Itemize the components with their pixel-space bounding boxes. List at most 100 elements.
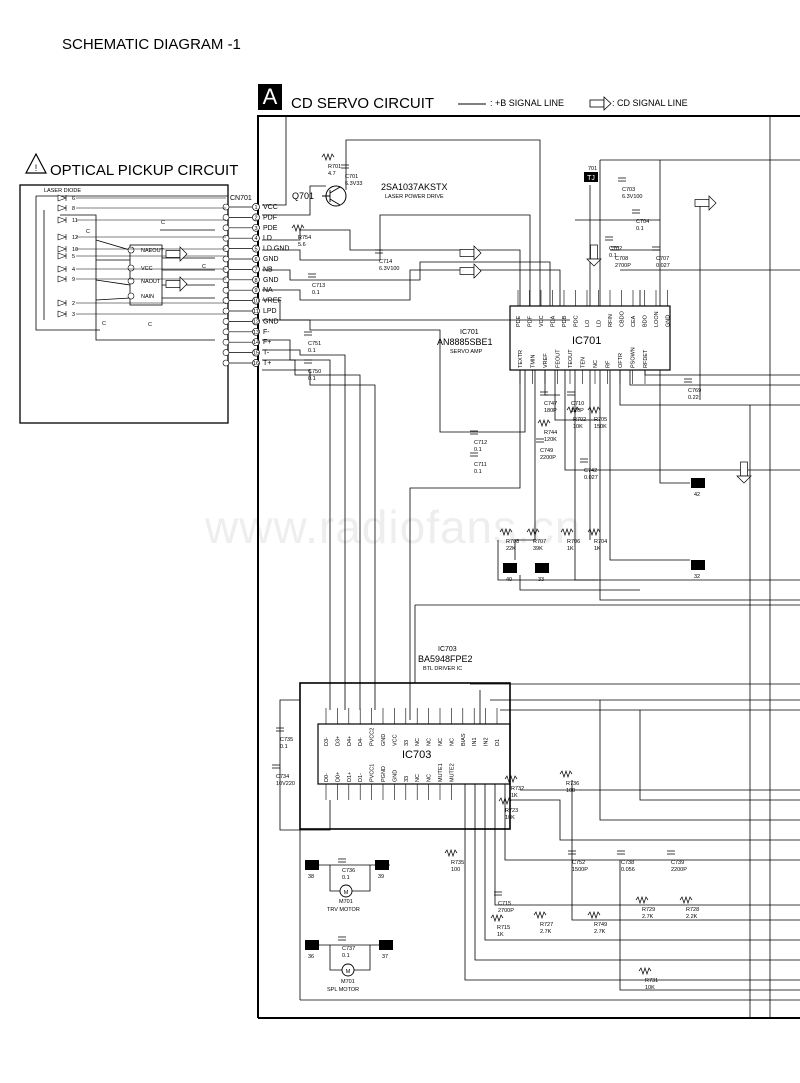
photodiode-icon	[57, 194, 67, 202]
trv-motor-ref: M701	[339, 899, 353, 905]
ic701-bottom-pin-label: TEN	[581, 357, 587, 368]
capacitor-icon	[568, 850, 576, 855]
component-ref: C710	[571, 401, 584, 407]
ic703-top-pin-label: IN1	[472, 737, 478, 746]
photodiode-icon	[57, 299, 67, 307]
spl-motor-ref: M701	[341, 979, 355, 985]
ic703-part: BA5948FPE2	[418, 654, 473, 664]
ic703-top-pin-label: NC	[415, 738, 421, 746]
ic703-ref-side: IC703	[438, 646, 457, 653]
component-ref: C747	[544, 401, 557, 407]
cn701-opt-pin-icon	[222, 276, 230, 284]
ic703-bottom-pin-label: MUTE2	[449, 763, 455, 782]
resistor-icon	[635, 895, 649, 905]
ic703-bottom-pin-label: MUTE1	[438, 763, 444, 782]
spl-motor: M M701 SPL MOTOR	[327, 963, 359, 993]
component-ref: R728	[686, 907, 699, 913]
cn701-pin-icon	[252, 265, 260, 274]
ic701-top-pin-label: GND	[666, 315, 672, 327]
capacitor-icon	[580, 458, 588, 463]
ic701-ref: IC701	[572, 335, 601, 347]
testpoint-marker	[305, 860, 319, 870]
resistor-icon	[444, 848, 458, 858]
cn701-pin-label: LD GND	[263, 246, 289, 253]
ic701-top-pin-label: BDO	[643, 314, 649, 327]
photodiode-icon	[57, 252, 67, 260]
resistor-icon	[533, 910, 547, 920]
cn701-pin-number: 8	[254, 278, 257, 284]
ic703-bottom-pin-label: NC	[415, 774, 421, 782]
component-value: 150K	[594, 424, 607, 430]
capacitor-icon	[470, 430, 478, 435]
ic701-top-pin-label: PDA	[551, 315, 557, 327]
component-value: 6.3V100	[379, 266, 400, 272]
optical-pin-number: 3	[72, 312, 75, 318]
component-ref: C707	[656, 256, 669, 262]
component-value: 0.1	[474, 447, 482, 453]
q701-part: 2SA1037AKSTX	[381, 182, 448, 192]
resistor-icon	[587, 405, 601, 415]
component-ref: R732	[511, 786, 524, 792]
ic701-top-pin-label: LOON	[654, 311, 660, 327]
component-value: 0.1	[342, 875, 350, 881]
component-ref: R704	[594, 539, 607, 545]
component-ref: R708	[506, 539, 519, 545]
testpoint-label: 32	[694, 574, 700, 580]
component-value: 6.3V100	[622, 194, 643, 200]
component-value: 0.1	[636, 226, 644, 232]
component-ref: R729	[642, 907, 655, 913]
component-value: 2700P	[498, 908, 514, 914]
capacitor-icon	[304, 359, 312, 364]
cn701-opt-pin-icon	[222, 297, 230, 304]
ic703-top-pin-label: IN2	[484, 737, 490, 746]
ic703-top-pin-label: NC	[438, 738, 444, 746]
component-ref: R707	[533, 539, 546, 545]
component-value: 1K	[497, 932, 504, 938]
component-ref: C739	[671, 860, 684, 866]
optical-pin-number: 4	[72, 267, 75, 273]
component-ref: R701	[328, 164, 341, 170]
cn701-label: CN701	[230, 195, 252, 202]
component-ref: R715	[497, 925, 510, 931]
testpoint-label: 39	[378, 874, 384, 880]
ic703-top-pin-label: D4+	[347, 736, 353, 746]
ic703-body	[317, 723, 511, 785]
ic701-top-pin-label: PDE	[516, 315, 522, 327]
optical-pin-number: 10	[72, 247, 78, 253]
component-value: 10K	[573, 424, 583, 430]
capacitor-icon	[304, 331, 312, 336]
capacitor-icon	[618, 177, 626, 182]
ic703-top-pin-label: D4-	[358, 737, 364, 746]
component-value: 1K	[511, 793, 518, 799]
capacitor-icon	[684, 378, 692, 383]
component-value: 10K	[505, 815, 515, 821]
testpoint-marker	[535, 563, 549, 573]
photodiode-icon	[57, 216, 67, 224]
optical-pin-number: 11	[72, 218, 78, 224]
component-ref: C734	[276, 774, 289, 780]
component-ref: C715	[498, 901, 511, 907]
cn701-pin-label: NA	[263, 287, 273, 294]
cn701-pin-label: LPD	[263, 308, 277, 315]
optical-inner-label: NAIN	[141, 294, 154, 300]
optical-inner-label: NAEOUT	[141, 248, 165, 254]
cn701-opt-pin-icon	[222, 328, 230, 336]
optical-pin-number: 9	[72, 277, 75, 283]
cn701-pin-icon	[252, 307, 260, 315]
ic703-top-pin-label: 33	[404, 740, 410, 746]
component-value: 5.6	[298, 242, 306, 248]
ic703-top-pin-label: D1	[495, 739, 501, 746]
component-ref: R749	[594, 922, 607, 928]
signal-arrow-icon	[694, 199, 710, 207]
component-value: 180P	[544, 408, 557, 414]
component-value: 0.056	[621, 867, 635, 873]
component-value: 0.22	[688, 395, 699, 401]
ic703-top-pin-label: D3-	[324, 737, 330, 746]
component-ref: R736	[566, 781, 579, 787]
cn701-pin-icon	[252, 203, 260, 211]
ic701-bottom-pin-label: PSOWN	[631, 347, 637, 368]
section-title: CD SERVO CIRCUIT	[291, 95, 435, 112]
